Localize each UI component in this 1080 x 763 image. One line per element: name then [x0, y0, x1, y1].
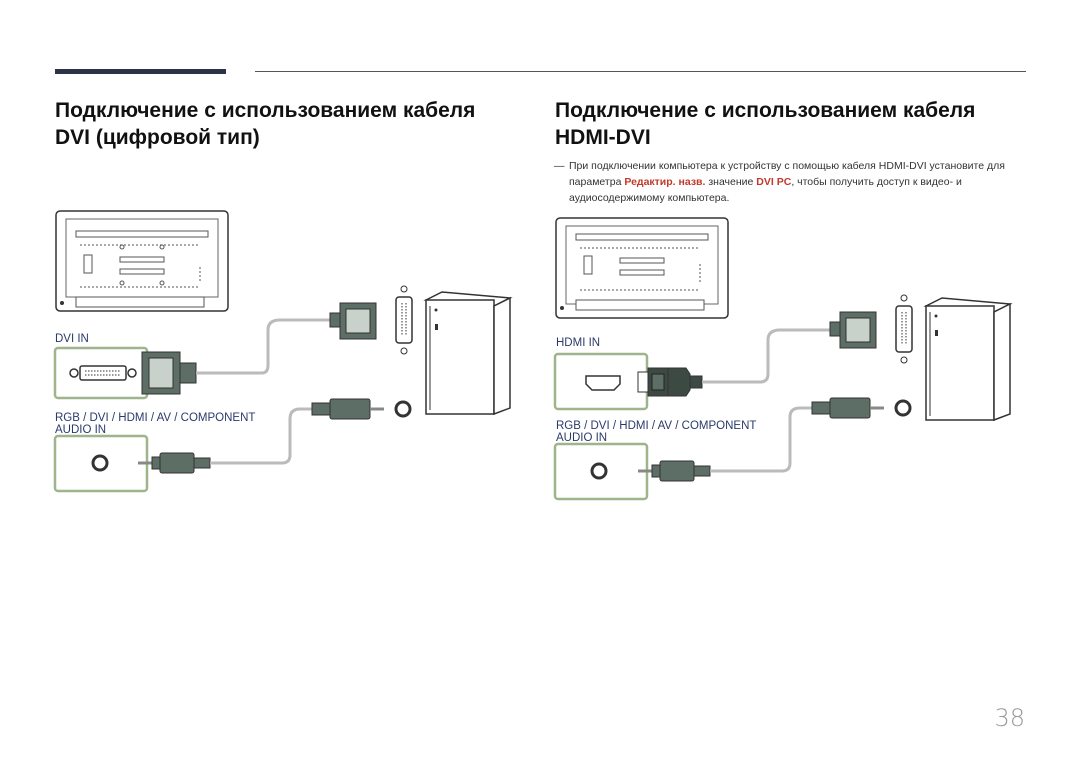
dvi-cable	[196, 318, 330, 375]
note-text-2: значение	[705, 176, 757, 188]
hdmi-in-label: HDMI IN	[556, 337, 601, 349]
note-dash: ―	[554, 160, 565, 172]
note-highlight-edit-name: Редактир. назв.	[624, 176, 706, 188]
audio-in-label-line1: RGB / DVI / HDMI / AV / COMPONENT	[556, 420, 757, 432]
dvi-port-icon	[69, 365, 137, 381]
note-highlight-dvi-pc: DVI PC	[756, 176, 792, 188]
audio-in-label-line2: AUDIO IN	[55, 424, 107, 436]
section-title-dvi: Подключение с использованием кабеля DVI …	[55, 99, 476, 149]
pc-dvi-port-icon	[395, 285, 413, 355]
pc-audio-jack-icon	[311, 398, 384, 420]
audio-port-icon	[91, 454, 109, 472]
pc-dvi-connector-icon	[829, 311, 877, 349]
section-title-hdmi-dvi: Подключение с использованием кабеля HDMI…	[555, 99, 976, 149]
pc-dvi-port-icon	[895, 294, 913, 364]
dvi-in-label: DVI IN	[55, 333, 89, 345]
header-accent-bar	[55, 69, 226, 74]
pc-audio-port-icon	[394, 400, 412, 418]
hdmi-dvi-note: ― При подключении компьютера к устройств…	[554, 158, 1025, 206]
header-rule	[255, 71, 1026, 72]
note-text-3: , чтобы получить доступ к видео- и аудио…	[569, 176, 962, 204]
pc-tower-icon-left	[423, 291, 513, 416]
dvi-connector-icon	[141, 351, 197, 395]
audio-jack-icon	[638, 460, 711, 482]
audio-in-label-line1: RGB / DVI / HDMI / AV / COMPONENT	[55, 412, 256, 424]
audio-port-icon	[590, 462, 608, 480]
hdmi-dvi-connection-diagram	[553, 217, 913, 501]
audio-cable	[210, 407, 312, 465]
pc-dvi-connector-icon	[329, 302, 377, 340]
pc-tower-icon-right	[923, 297, 1013, 422]
monitor-back-panel-icon	[55, 210, 229, 312]
hdmi-connector-icon	[637, 367, 703, 397]
dvi-connection-diagram	[53, 210, 413, 493]
note-body: При подключении компьютера к устройству …	[555, 158, 1025, 206]
hdmi-dvi-cable	[702, 328, 830, 384]
pc-audio-port-icon	[894, 399, 912, 417]
page-number: 38	[994, 704, 1025, 732]
audio-cable	[710, 406, 812, 473]
audio-in-label-line2: AUDIO IN	[556, 432, 608, 444]
monitor-back-panel-icon	[555, 217, 729, 319]
pc-audio-jack-icon	[811, 397, 884, 419]
audio-jack-icon	[138, 452, 211, 474]
note-text-1: При подключении компьютера к устройству …	[569, 160, 1005, 188]
hdmi-port-icon	[585, 375, 621, 391]
